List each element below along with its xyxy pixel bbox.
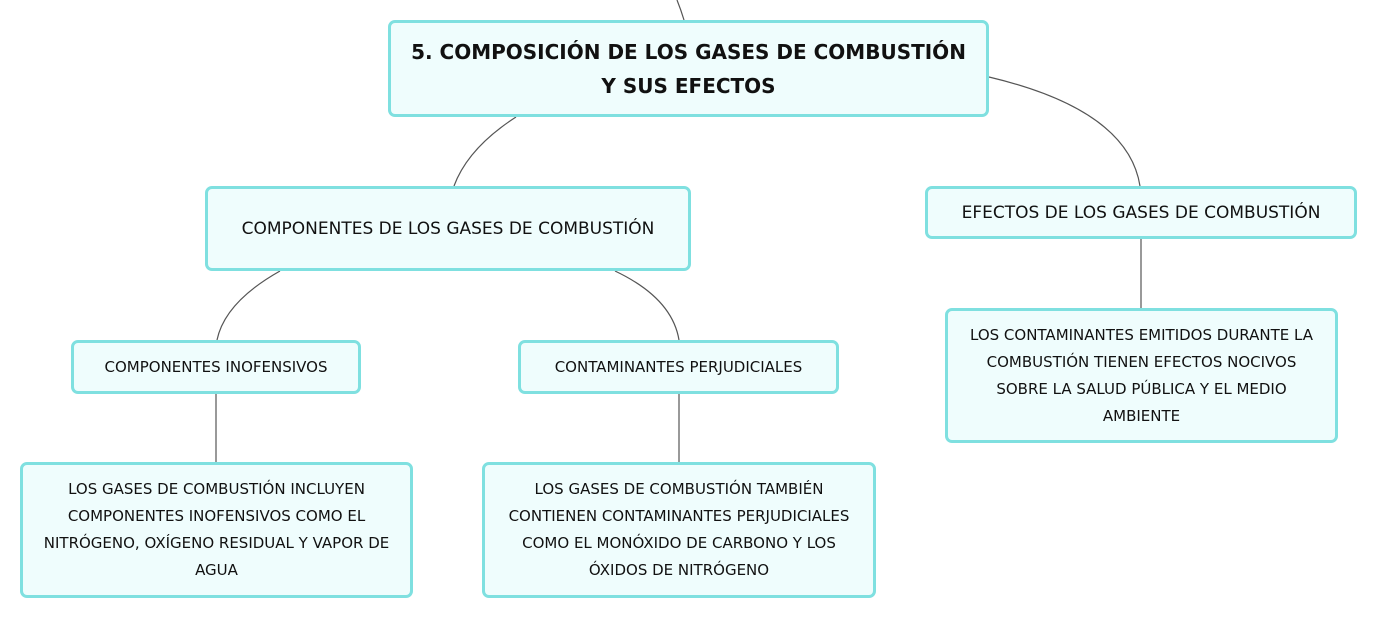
harmless-detail-node[interactable]: LOS GASES DE COMBUSTIÓN INCLUYEN COMPONE…	[20, 462, 413, 598]
harmless-detail-text: LOS GASES DE COMBUSTIÓN INCLUYEN COMPONE…	[43, 480, 390, 579]
connector-components-to-harmless	[216, 270, 281, 341]
harmful-detail-text: LOS GASES DE COMBUSTIÓN TAMBIÉN CONTIENE…	[508, 480, 850, 579]
connector-components-to-harmful	[614, 270, 680, 341]
harmful-detail-node[interactable]: LOS GASES DE COMBUSTIÓN TAMBIÉN CONTIENE…	[482, 462, 876, 598]
connector-root-to-effects	[988, 76, 1141, 187]
effects-node[interactable]: EFECTOS DE LOS GASES DE COMBUSTIÓN	[925, 186, 1357, 239]
components-node[interactable]: COMPONENTES DE LOS GASES DE COMBUSTIÓN	[205, 186, 691, 271]
harmless-components-label: COMPONENTES INOFENSIVOS	[104, 358, 328, 376]
connector-incoming-root	[676, 0, 685, 21]
harmful-contaminants-label: CONTAMINANTES PERJUDICIALES	[554, 358, 803, 376]
root-node[interactable]: 5. COMPOSICIÓN DE LOS GASES DE COMBUSTIÓ…	[388, 20, 989, 117]
components-node-label: COMPONENTES DE LOS GASES DE COMBUSTIÓN	[241, 218, 655, 239]
root-node-label: 5. COMPOSICIÓN DE LOS GASES DE COMBUSTIÓ…	[411, 39, 966, 98]
harmful-contaminants-node[interactable]: CONTAMINANTES PERJUDICIALES	[518, 340, 839, 394]
effects-node-label: EFECTOS DE LOS GASES DE COMBUSTIÓN	[961, 202, 1321, 223]
effects-detail-text: LOS CONTAMINANTES EMITIDOS DURANTE LA CO…	[970, 325, 1313, 425]
connector-root-to-components	[453, 116, 517, 187]
effects-detail-node[interactable]: LOS CONTAMINANTES EMITIDOS DURANTE LA CO…	[945, 308, 1338, 443]
harmless-components-node[interactable]: COMPONENTES INOFENSIVOS	[71, 340, 361, 394]
